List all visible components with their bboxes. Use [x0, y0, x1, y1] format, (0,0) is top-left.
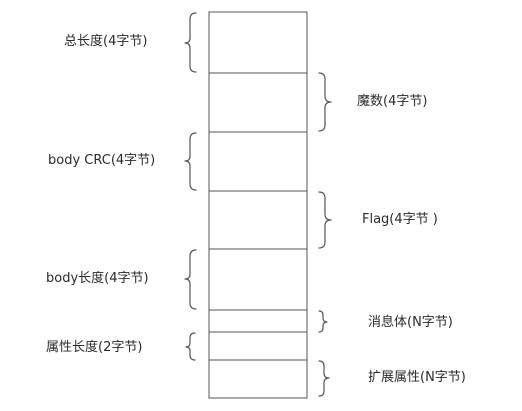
- label-magic: 魔数(4字节): [357, 94, 428, 109]
- brace-body-length: [184, 249, 197, 310]
- field-box-magic: [208, 72, 308, 133]
- label-ext-attrs: 扩展属性(N字节): [368, 370, 466, 385]
- field-box-message-body: [208, 309, 308, 333]
- label-message-body: 消息体(N字节): [368, 315, 453, 330]
- brace-attr-length: [185, 332, 196, 361]
- label-flag: Flag(4字节 ): [362, 212, 438, 227]
- field-box-total-length: [208, 11, 308, 74]
- brace-flag: [318, 191, 332, 249]
- label-total-length: 总长度(4字节): [64, 34, 148, 49]
- field-box-body-length: [208, 248, 308, 311]
- label-attr-length: 属性长度(2字节): [46, 340, 143, 355]
- brace-body-crc: [184, 132, 197, 191]
- brace-ext-attrs: [318, 360, 330, 397]
- label-body-crc: body CRC(4字节): [48, 153, 156, 168]
- field-box-attr-length: [208, 331, 308, 361]
- field-box-body-crc: [208, 131, 308, 192]
- brace-magic: [318, 72, 332, 132]
- brace-total-length: [184, 12, 197, 73]
- label-body-length: body长度(4字节): [46, 271, 149, 286]
- field-box-ext-attrs: [208, 359, 308, 399]
- field-box-flag: [208, 190, 308, 250]
- brace-message-body: [318, 310, 328, 333]
